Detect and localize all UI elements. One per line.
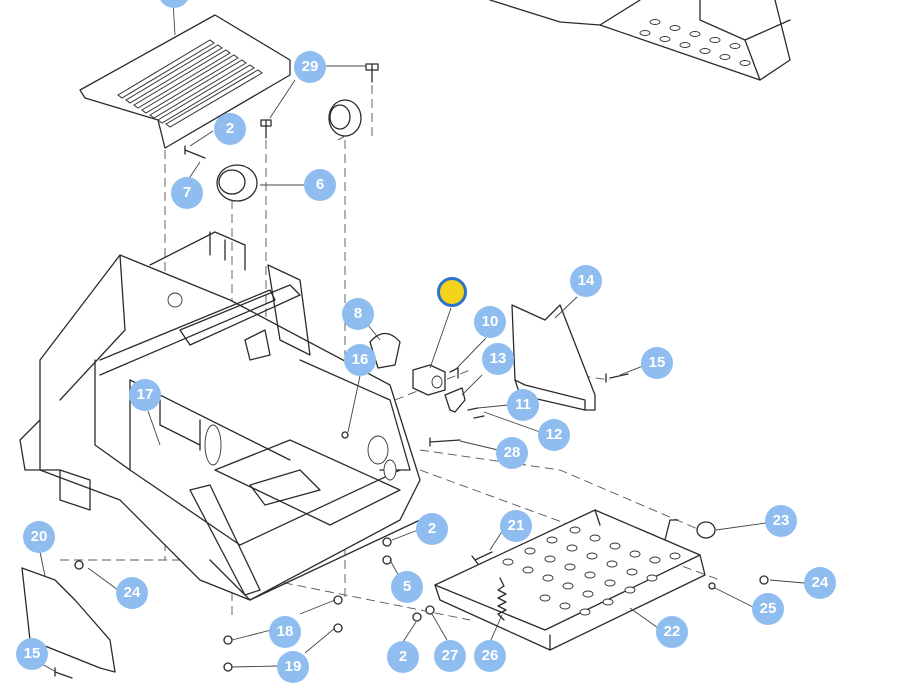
callout-c7: 7 [171,177,203,209]
callout-c27: 27 [434,640,466,672]
callout-c26: 26 [474,640,506,672]
bolt-15-right [605,373,629,383]
main-frame [19,231,421,601]
callout-c5: 5 [391,571,423,603]
callout-c24a: 24 [116,577,148,609]
bolt-7 [184,145,206,159]
spacer-23 [696,521,716,539]
callout-c8: 8 [342,298,374,330]
callout-cropped-top [158,0,190,8]
callout-c16: 16 [344,344,376,376]
callout-c13: 13 [482,343,514,375]
bushing-lower [216,164,258,202]
hardware-small [74,431,769,672]
callout-c19: 19 [277,651,309,683]
highlight-marker[interactable] [437,277,467,307]
bracket-14 [511,304,596,411]
bushing-upper [328,99,362,137]
callout-c2c: 2 [387,641,419,673]
callout-c12: 12 [538,419,570,451]
switch-assembly [412,364,485,447]
callout-c14: 14 [570,265,602,297]
bolt-29 [365,63,379,83]
leader-lines [39,1,805,673]
callout-c29: 29 [294,51,326,83]
callout-c28: 28 [496,437,528,469]
callout-c6: 6 [304,169,336,201]
callout-c11: 11 [507,389,539,421]
callout-c23: 23 [765,505,797,537]
cover-plate [79,14,291,149]
callout-c10: 10 [474,306,506,338]
callout-c2a: 2 [214,113,246,145]
knob [369,332,401,369]
callout-c15a: 15 [641,347,673,379]
callout-c2b: 2 [416,513,448,545]
callout-c18: 18 [269,616,301,648]
callout-c17: 17 [129,379,161,411]
callout-c24b: 24 [804,567,836,599]
top-right-platform [489,0,791,81]
callout-c15b: 15 [16,638,48,670]
callout-c25: 25 [752,593,784,625]
bolt-15-left [54,667,73,679]
callout-c20: 20 [23,521,55,553]
callout-c21: 21 [500,510,532,542]
pin-21 [471,551,493,565]
callout-c22: 22 [656,616,688,648]
spring [497,577,507,621]
bolt-top-2 [260,119,272,139]
